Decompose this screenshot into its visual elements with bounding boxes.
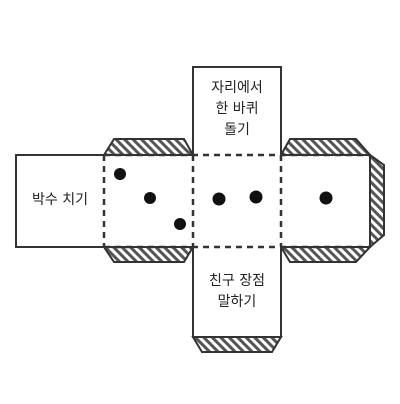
face-right-center (193, 155, 281, 247)
fold-lines (102, 153, 370, 249)
glue-tab-bottom-right (279, 246, 373, 263)
glue-tab-top-left (102, 138, 195, 156)
left-face-text: 박수 치기 (32, 192, 88, 208)
left-face-label: 박수 치기 (16, 190, 104, 211)
face-left (16, 155, 104, 247)
pips-center-face (114, 168, 186, 230)
glue-tab-bottom-left (102, 246, 195, 263)
pips-right-face (319, 191, 333, 205)
pip (174, 218, 186, 230)
cube-faces (16, 67, 370, 337)
glue-tab-bottom (191, 336, 283, 353)
bottom-face-label: 친구 장점 말하기 (193, 271, 281, 313)
pip (144, 192, 156, 204)
bottom-face-line-1: 친구 장점 (209, 273, 265, 289)
pip (212, 192, 226, 206)
pip (249, 190, 263, 204)
top-face-line-1: 자리에서 (211, 80, 263, 96)
pip (114, 168, 126, 180)
bottom-face-line-2: 말하기 (217, 294, 257, 310)
glue-tab-top-right (279, 138, 373, 156)
pips-right-center-face (212, 190, 263, 206)
glue-tab-right (369, 153, 385, 250)
face-top (193, 67, 281, 155)
pip (319, 191, 333, 205)
top-face-line-3: 돌기 (224, 122, 250, 138)
top-face-label: 자리에서 한 바퀴 돌기 (193, 78, 281, 141)
top-face-line-2: 한 바퀴 (215, 101, 259, 117)
face-bottom (193, 247, 281, 337)
